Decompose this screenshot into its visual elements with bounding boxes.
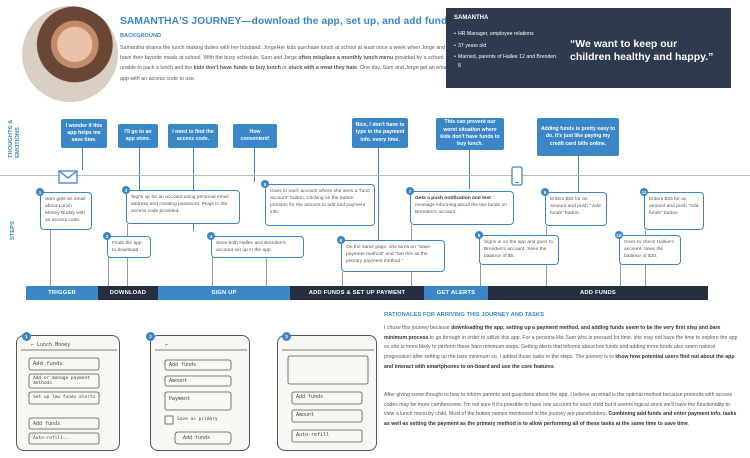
persona-quote: “We want to keep our children healthy an…: [570, 38, 714, 63]
journey-step: Sam gets an email about Lunch Money Budd…: [40, 192, 92, 230]
sketch-text: Add or manage payment methods: [33, 376, 90, 386]
sketch-text: Add funds: [33, 361, 63, 367]
phase-trigger: TRIGGER: [26, 286, 98, 300]
step-number: 10: [615, 231, 623, 239]
sketch-text: Amount: [169, 378, 188, 384]
step-number: 3: [122, 186, 130, 194]
persona-fact: 37 years old: [454, 42, 559, 51]
background-label: BACKGROUND: [120, 33, 162, 39]
journey-step: Gets a push notification and text messag…: [410, 191, 514, 225]
wireframe-sketch: ← Lunch Money Add funds Add or manage pa…: [16, 335, 120, 451]
sketch-text: Add funds: [296, 394, 324, 400]
step-line: [266, 236, 267, 286]
email-icon: [58, 170, 78, 184]
persona-photo: [22, 6, 118, 102]
step-line: [212, 257, 213, 286]
phone-icon: [511, 166, 523, 186]
rationale-paragraph: I chose this journey because downloading…: [384, 325, 738, 370]
wireframe-sketch: Add funds Amount Auto-refill: [277, 335, 377, 451]
journey-step: Signs up for an account using personal e…: [126, 190, 240, 224]
step-line: [480, 260, 481, 286]
thought-bubble: How convenient!: [233, 124, 277, 148]
journey-step: Goes to each account where she sees a “f…: [265, 184, 375, 226]
connector-line: [193, 148, 194, 231]
persona-card: SAMANTHA HR Manager, employee relations …: [446, 8, 731, 88]
step-number: 1: [36, 188, 44, 196]
step-line: [342, 272, 343, 286]
connector-line: [469, 150, 470, 189]
journey-step: Enters $50 for an amount and push “ Add …: [545, 192, 607, 226]
step-line: [620, 265, 621, 286]
journey-step: Goes to check Hallee's account. Sees the…: [619, 235, 681, 265]
sketch-text: Save as primary: [177, 417, 218, 422]
steps-row-label: STEPS: [10, 220, 16, 240]
persona-facts: HR Manager, employee relations 37 years …: [454, 30, 559, 70]
step-number: 9: [541, 188, 549, 196]
step-line: [50, 230, 51, 286]
thoughts-row-label: THOUGHTS & EMOTIONS: [8, 119, 21, 158]
thought-bubble: I wonder if this app helps me save time.: [61, 119, 107, 148]
page-title: SAMANTHA'S JOURNEY—download the app, set…: [120, 16, 454, 27]
connector-line: [578, 156, 579, 192]
sketch-text: Auto-refill...: [33, 436, 71, 441]
step-number: 11: [640, 188, 648, 196]
phase-sign-up: SIGN UP: [158, 286, 290, 300]
thought-bubble: I'll go to an app store.: [118, 124, 158, 148]
persona-fact: Married, parents of Hallee 12 and Brende…: [454, 53, 559, 70]
rationale-title: RATIONALES FOR ARRIVING THIS JOURNEY AND…: [384, 312, 544, 318]
connector-line: [82, 148, 83, 170]
step-number: 8: [475, 231, 483, 239]
step-number: 5: [261, 180, 269, 188]
step-number: 6: [337, 236, 345, 244]
persona-fact: HR Manager, employee relations: [454, 30, 559, 39]
phase-add-funds: ADD FUNDS: [488, 286, 708, 300]
connector-line: [378, 148, 379, 240]
journey-step: On the same page, she turns on “Save pay…: [341, 240, 445, 272]
sketch-text: Set up low funds alerts: [33, 395, 96, 400]
step-number: 7: [406, 187, 414, 195]
journey-timeline: [0, 175, 750, 176]
wireframe-sketch: ← Add funds Amount Payment Save as prima…: [150, 335, 250, 451]
phase-get-alerts: GET ALERTS: [424, 286, 488, 300]
connector-line: [139, 148, 140, 191]
sketch-text: Payment: [169, 396, 191, 402]
step-line: [108, 255, 109, 286]
step-number: 2: [103, 232, 111, 240]
journey-step: Finds the app to download.: [107, 236, 151, 258]
sketch-number: 1: [22, 332, 31, 341]
sketch-text: ← Lunch Money: [31, 342, 71, 348]
phase-add-funds-setup: ADD FUNDS & SET UP PAYMENT: [290, 286, 424, 300]
journey-step: Enters $30 for an amount and push “Add f…: [644, 192, 704, 230]
sketch-text: Amount: [296, 412, 315, 418]
sketch-text: Add funds: [33, 421, 61, 427]
thought-bubble: Adding funds is pretty easy to do. It's …: [537, 118, 619, 156]
sketch-number: 2: [146, 332, 155, 341]
thought-bubble: Nice, I don't have to type in the paymen…: [352, 118, 408, 148]
phase-download: DOWNLOAD: [98, 286, 158, 300]
persona-name: SAMANTHA: [454, 15, 489, 21]
sketch-number: 3: [282, 332, 291, 341]
sketch-text: Auto-refill: [296, 432, 330, 438]
sketch-text: Add funds: [169, 362, 197, 368]
sketch-text: ←: [165, 342, 169, 348]
sketch-text: Add funds: [183, 435, 211, 441]
connector-line: [254, 148, 255, 182]
thought-bubble: This can prevent our worst situation whe…: [436, 118, 504, 150]
rationale-paragraph: After giving some thought to how to info…: [384, 392, 737, 428]
journey-step: Sees both Hallee and Brenden's account s…: [211, 236, 304, 258]
step-number: 4: [207, 232, 215, 240]
journey-step: Signs in on the app and goes to Brenden'…: [479, 235, 559, 265]
thought-bubble: I need to find the access code.: [168, 124, 218, 148]
